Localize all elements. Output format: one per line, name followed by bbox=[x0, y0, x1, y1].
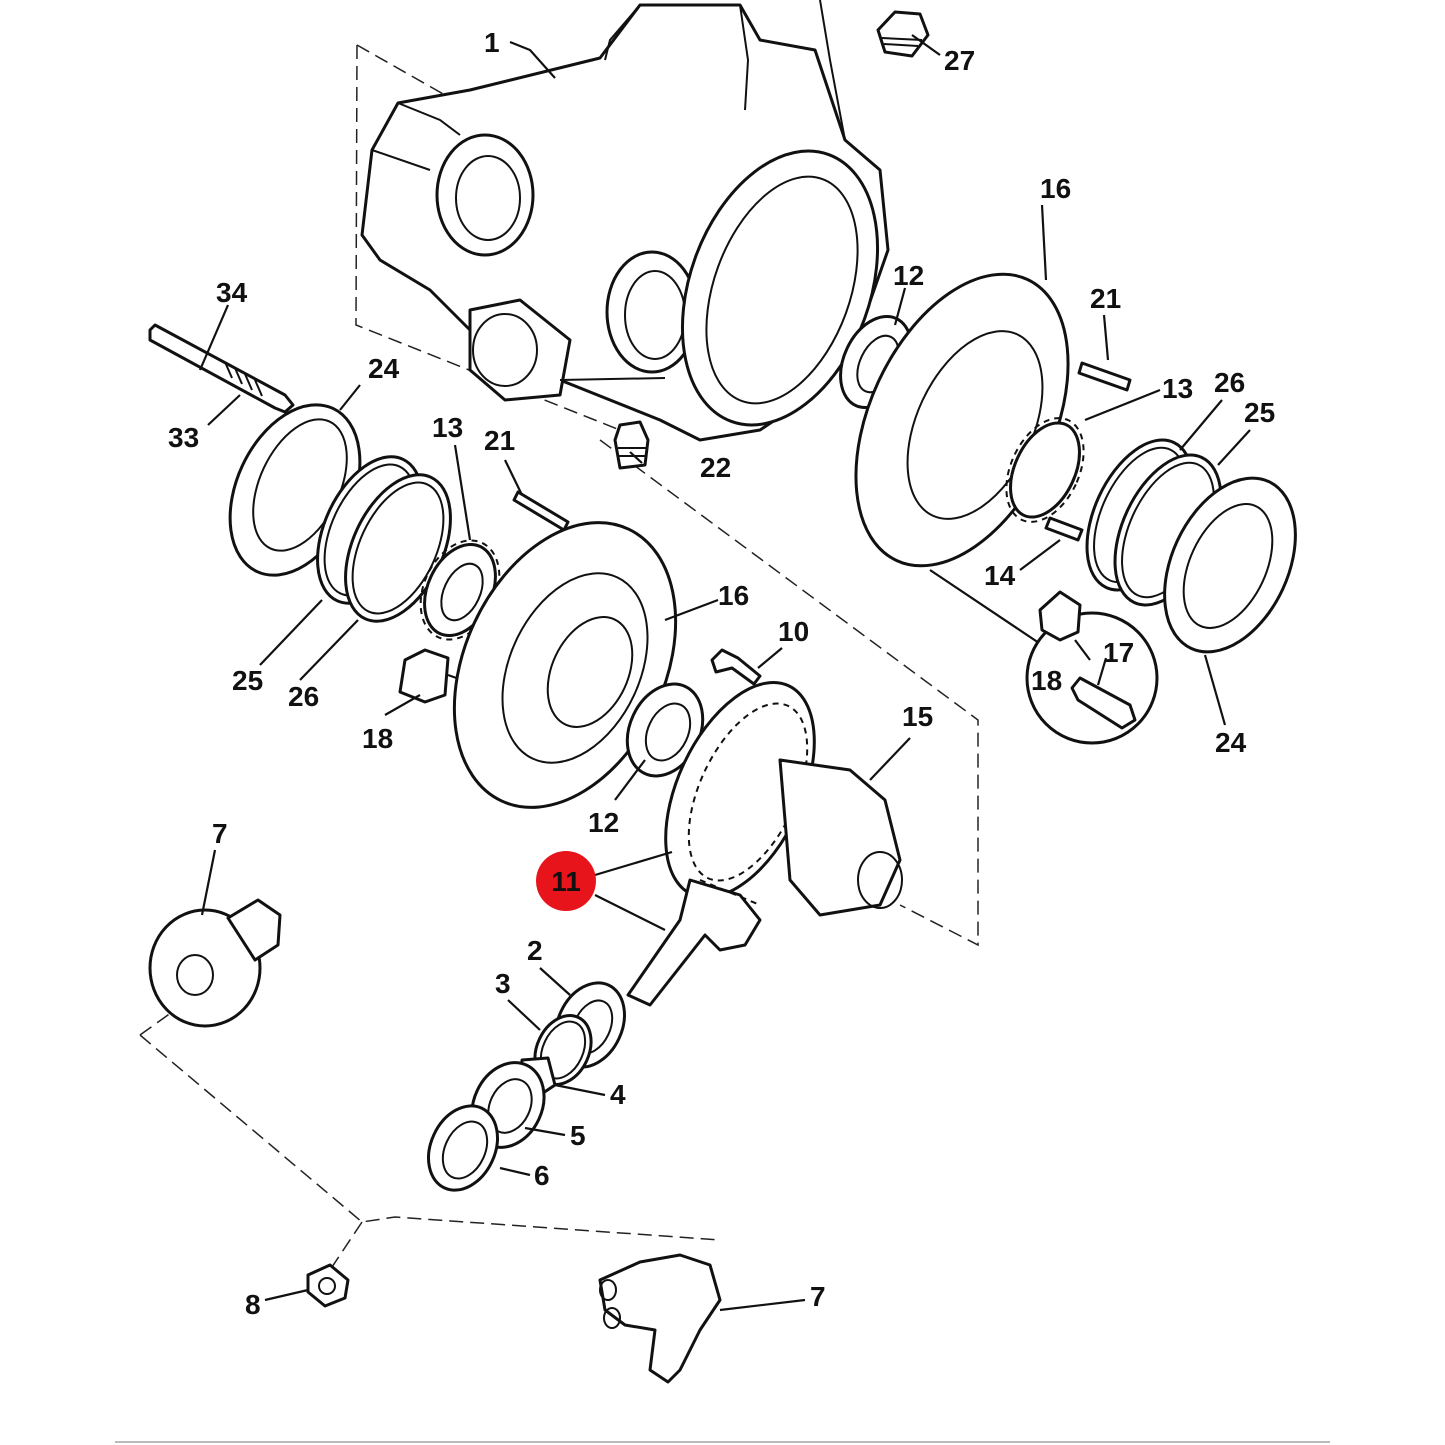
label-10: 10 bbox=[778, 616, 809, 647]
label-13-right: 13 bbox=[1162, 373, 1193, 404]
label-18-left: 18 bbox=[362, 723, 393, 754]
right-cover-part-24 bbox=[1163, 476, 1297, 654]
label-18-inset: 18 bbox=[1031, 665, 1062, 696]
label-7-bottom: 7 bbox=[810, 1281, 826, 1312]
left-seals-part-25-26 bbox=[316, 455, 452, 623]
leader-lines bbox=[198, 34, 1251, 1312]
highlight-circle bbox=[536, 851, 596, 911]
label-12-left: 12 bbox=[588, 807, 619, 838]
yoke-part-7 bbox=[598, 1253, 722, 1384]
label-5: 5 bbox=[570, 1120, 586, 1151]
label-25-left: 25 bbox=[232, 665, 263, 696]
pin-part-14 bbox=[1044, 516, 1084, 542]
label-15: 15 bbox=[902, 701, 933, 732]
bolt-part-10 bbox=[710, 648, 762, 686]
label-25-right: 25 bbox=[1244, 397, 1275, 428]
pinion-part-11 bbox=[626, 878, 762, 1007]
right-nut-part-13 bbox=[1005, 417, 1085, 523]
axle-housing-part bbox=[360, 0, 890, 442]
label-21-right: 21 bbox=[1090, 283, 1121, 314]
label-24-right: 24 bbox=[1215, 727, 1247, 758]
label-4: 4 bbox=[610, 1079, 626, 1110]
label-6: 6 bbox=[534, 1160, 550, 1191]
long-bolt-part-34 bbox=[148, 323, 295, 414]
label-26-right: 26 bbox=[1214, 367, 1245, 398]
label-13-left: 13 bbox=[432, 412, 463, 443]
right-pin-part-21 bbox=[1077, 361, 1132, 392]
label-21-left: 21 bbox=[484, 425, 515, 456]
label-2: 2 bbox=[527, 935, 543, 966]
label-34: 34 bbox=[216, 277, 248, 308]
detail-inset-17-18 bbox=[929, 569, 1159, 745]
nut-part-8 bbox=[306, 1263, 350, 1308]
part-labels: 1 27 16 12 21 13 26 25 14 17 18 24 34 33… bbox=[168, 27, 1275, 1320]
left-pin-part-21 bbox=[512, 490, 570, 532]
label-24-left: 24 bbox=[368, 353, 400, 384]
label-1: 1 bbox=[484, 27, 500, 58]
highlight-callout-11: 11 bbox=[536, 851, 596, 911]
label-22: 22 bbox=[700, 452, 731, 483]
label-14: 14 bbox=[984, 560, 1016, 591]
label-12-right: 12 bbox=[893, 260, 924, 291]
label-33: 33 bbox=[168, 422, 199, 453]
label-16-right: 16 bbox=[1040, 173, 1071, 204]
assembly-dash-lines bbox=[139, 44, 979, 1271]
label-7-top: 7 bbox=[212, 818, 228, 849]
plug-part-27 bbox=[876, 10, 930, 58]
seal-part-6 bbox=[427, 1104, 499, 1192]
label-17: 17 bbox=[1103, 637, 1134, 668]
label-26-left: 26 bbox=[288, 681, 319, 712]
left-carrier-part-16 bbox=[452, 521, 678, 809]
plug-part-22 bbox=[613, 420, 650, 470]
label-3: 3 bbox=[495, 968, 511, 999]
flange-part-7 bbox=[148, 898, 282, 1028]
label-11: 11 bbox=[551, 866, 581, 897]
left-bearing-part-12 bbox=[625, 682, 705, 778]
label-27: 27 bbox=[944, 45, 975, 76]
label-16-left: 16 bbox=[718, 580, 749, 611]
label-8: 8 bbox=[245, 1289, 261, 1320]
